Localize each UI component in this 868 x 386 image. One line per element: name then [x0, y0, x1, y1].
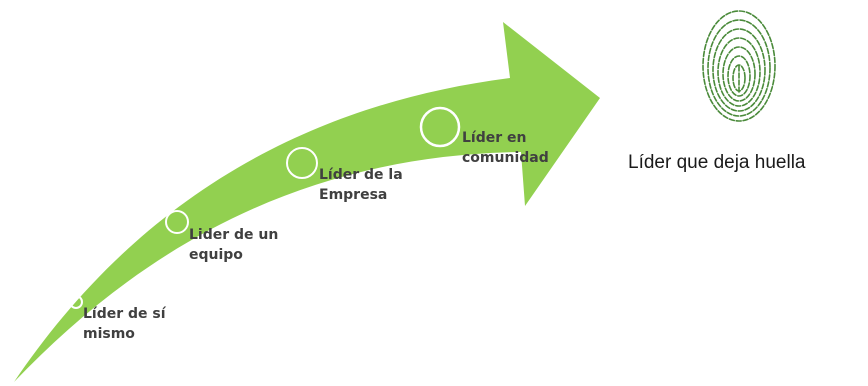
- goal-label: Líder que deja huella: [628, 152, 806, 173]
- stage-ring-2: [165, 210, 189, 234]
- stage-label-3-line1: Líder de la: [319, 167, 403, 183]
- stage-label-4-line2: comunidad: [462, 150, 549, 166]
- fingerprint-icon: [702, 10, 776, 122]
- stage-ring-4: [419, 106, 461, 148]
- stage-label-4-line1: Líder en: [462, 130, 527, 146]
- stage-label-1-line1: Líder de sí: [83, 306, 166, 322]
- stage-label-2-line1: Lider de un: [189, 227, 279, 243]
- stage-label-3: Líder de la Empresa: [319, 165, 403, 205]
- stage-label-4: Líder en comunidad: [462, 128, 549, 168]
- stage-label-1-line2: mismo: [83, 326, 135, 342]
- stage-label-2: Lider de un equipo: [189, 225, 278, 265]
- stage-label-2-line2: equipo: [189, 247, 243, 263]
- stage-label-3-line2: Empresa: [319, 187, 388, 203]
- stage-label-1: Líder de sí mismo: [83, 304, 166, 344]
- stage-ring-1: [69, 295, 83, 309]
- stage-ring-3: [286, 147, 318, 179]
